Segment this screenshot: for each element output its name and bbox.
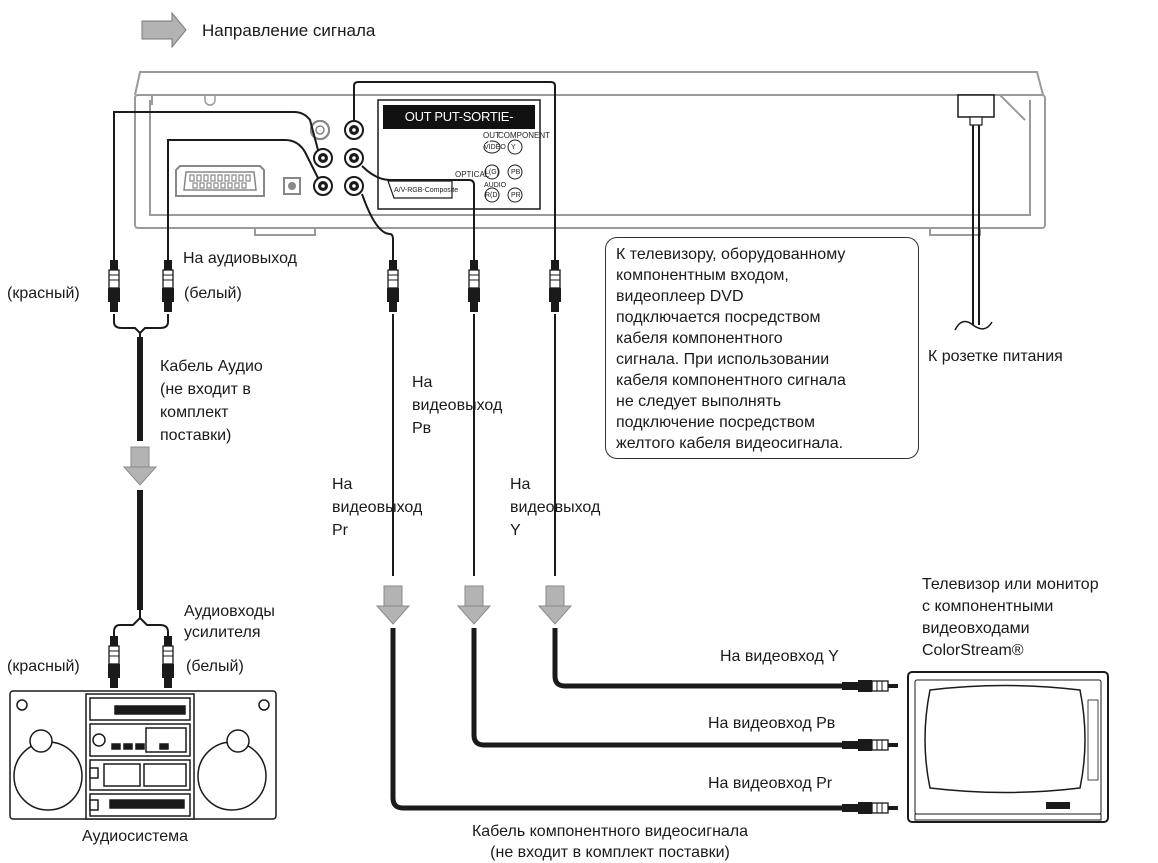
video-in-pr-label: На видеовход Pr	[708, 775, 833, 792]
video-cables-lower	[390, 628, 846, 811]
output-panel-title: OUT PUT-SORTIE-AUSGANG	[383, 105, 535, 148]
audio-signal-arrow-icon	[123, 446, 157, 486]
video-jack-label: VIDEO	[484, 144, 506, 151]
pr-jack-label: PR	[511, 192, 521, 199]
legend-label: Направление сигнала	[202, 21, 376, 40]
video-plug-y-top	[548, 259, 562, 313]
video-plug-pr-bottom	[841, 801, 899, 815]
amp-inputs-label: Аудиовходы усилителя	[184, 603, 275, 641]
panel-sockets	[483, 139, 523, 203]
video-pr-jack-icon	[344, 176, 364, 196]
r-jack-label: R(D)	[485, 192, 500, 199]
scart-label: A/V-RGB-Composite	[394, 187, 459, 194]
audio-right-jack-icon	[313, 176, 333, 196]
power-label: К розетке питания	[928, 348, 1063, 365]
audio-cable-top	[113, 111, 319, 441]
video-plug-y-bottom	[841, 679, 899, 693]
out-label: OUT	[483, 131, 500, 140]
l-jack-label: L(G)	[485, 169, 499, 176]
audio-plug-red-bottom	[107, 635, 121, 689]
video-y-jack-icon	[344, 120, 364, 140]
audio-cable-label: Кабель Аудио (не входит в комплект поста…	[160, 358, 263, 444]
audio-cable-bottom	[113, 608, 169, 640]
audio-plug-white-top	[161, 259, 175, 313]
video-pb-signal-arrow-icon	[457, 585, 491, 625]
video-out-pr-label: На видеовыход Pr	[332, 476, 423, 539]
audio-system-label: Аудиосистема	[82, 828, 189, 845]
video-y-signal-arrow-icon	[538, 585, 572, 625]
component-label: COMPONENT	[498, 131, 550, 140]
pb-jack-label: PB	[511, 169, 521, 176]
signal-direction-arrow-icon	[141, 11, 187, 49]
power-cord	[954, 94, 995, 331]
dvd-player-rear	[134, 71, 1046, 236]
video-out-y-label: На видеовыход Y	[510, 476, 601, 539]
video-plug-pb-top	[467, 259, 481, 313]
video-pr-signal-arrow-icon	[376, 585, 410, 625]
audio-left-jack-icon	[313, 148, 333, 168]
red-top-label: (красный)	[7, 285, 80, 302]
video-out-pb-label: На видеовыход Pв	[412, 374, 503, 437]
optical-output-icon	[283, 177, 301, 195]
scart-connector	[175, 165, 265, 197]
audio-plug-white-bottom	[161, 635, 175, 689]
red-bottom-label: (красный)	[7, 658, 80, 675]
component-cable-label: Кабель компонентного видеосигнала (не вх…	[471, 823, 749, 861]
tv-title-label: Телевизор или монитор с компонентными ви…	[922, 576, 1099, 659]
component-note-box: К телевизору, оборудованному компонентны…	[605, 237, 919, 459]
video-plug-pb-bottom	[841, 738, 899, 752]
white-top-label: (белый)	[184, 285, 242, 302]
y-jack-label: Y	[511, 144, 516, 151]
audio-plug-red-top	[107, 259, 121, 313]
video-cables	[353, 81, 556, 576]
video-in-pb-label: На видеовход Pв	[708, 715, 836, 732]
video-plug-pr-top	[386, 259, 400, 313]
white-bottom-label: (белый)	[186, 658, 244, 675]
audio-label: AUDIO	[484, 182, 507, 189]
audio-out-label: На аудиовыход	[183, 250, 297, 267]
video-in-y-label: На видеовход Y	[720, 648, 839, 665]
optical-label: OPTICAL	[455, 170, 490, 179]
audio-system-icon	[9, 690, 277, 820]
tv-monitor-icon	[907, 671, 1109, 823]
video-pb-jack-icon	[344, 148, 364, 168]
